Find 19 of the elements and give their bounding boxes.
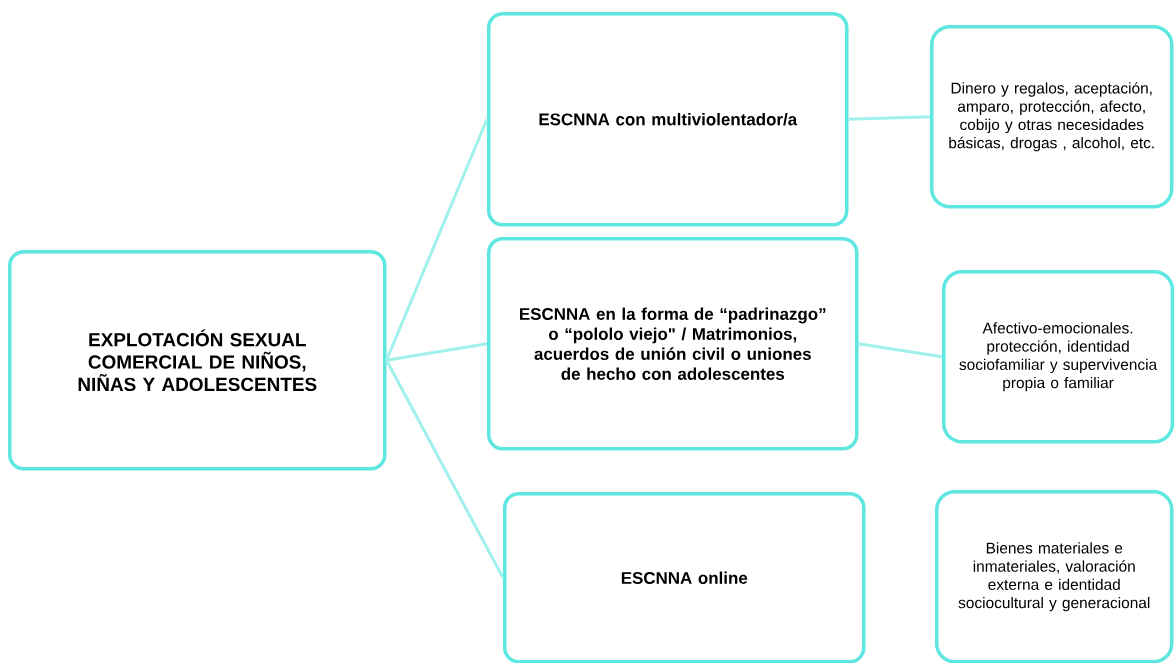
node-label: ESCNNA en la forma de “padrinazgo” o “pololo viejo" / Matrimonios, acuerdos de unión civil o uniones de hecho con adolescentes bbox=[520, 307, 826, 380]
text-box bbox=[8, 250, 387, 471]
connector-line bbox=[385, 359, 505, 579]
text-box bbox=[487, 12, 849, 227]
node-label: ESCNNA online bbox=[621, 571, 748, 584]
connector-line bbox=[858, 342, 943, 359]
node-label: Bienes materiales e inmateriales, valoración externa e identidad sociocultural y generacional bbox=[958, 542, 1150, 612]
text-box bbox=[503, 492, 866, 663]
text-box bbox=[487, 237, 859, 451]
node-label: Dinero y regalos, aceptación, amparo, protección, afecto, cobijo y otras necesidades básicas, drogas , alcohol, etc. bbox=[949, 82, 1154, 152]
node-label: Afectivo-emocionales. protección, identidad sociofamiliar y supervivencia propia o familiar bbox=[959, 322, 1158, 392]
node-label: ESCNNA con multiviolentador/a bbox=[539, 112, 798, 126]
node-label: EXPLOTACIÓN SEXUAL COMERCIAL DE NIÑOS, NIÑAS Y ADOLESCENTES bbox=[78, 329, 317, 392]
text-box bbox=[942, 270, 1174, 444]
connector-line bbox=[386, 342, 488, 362]
connector-line bbox=[385, 118, 489, 361]
text-box bbox=[935, 490, 1174, 663]
text-box bbox=[930, 25, 1174, 209]
connector-line bbox=[848, 115, 931, 121]
